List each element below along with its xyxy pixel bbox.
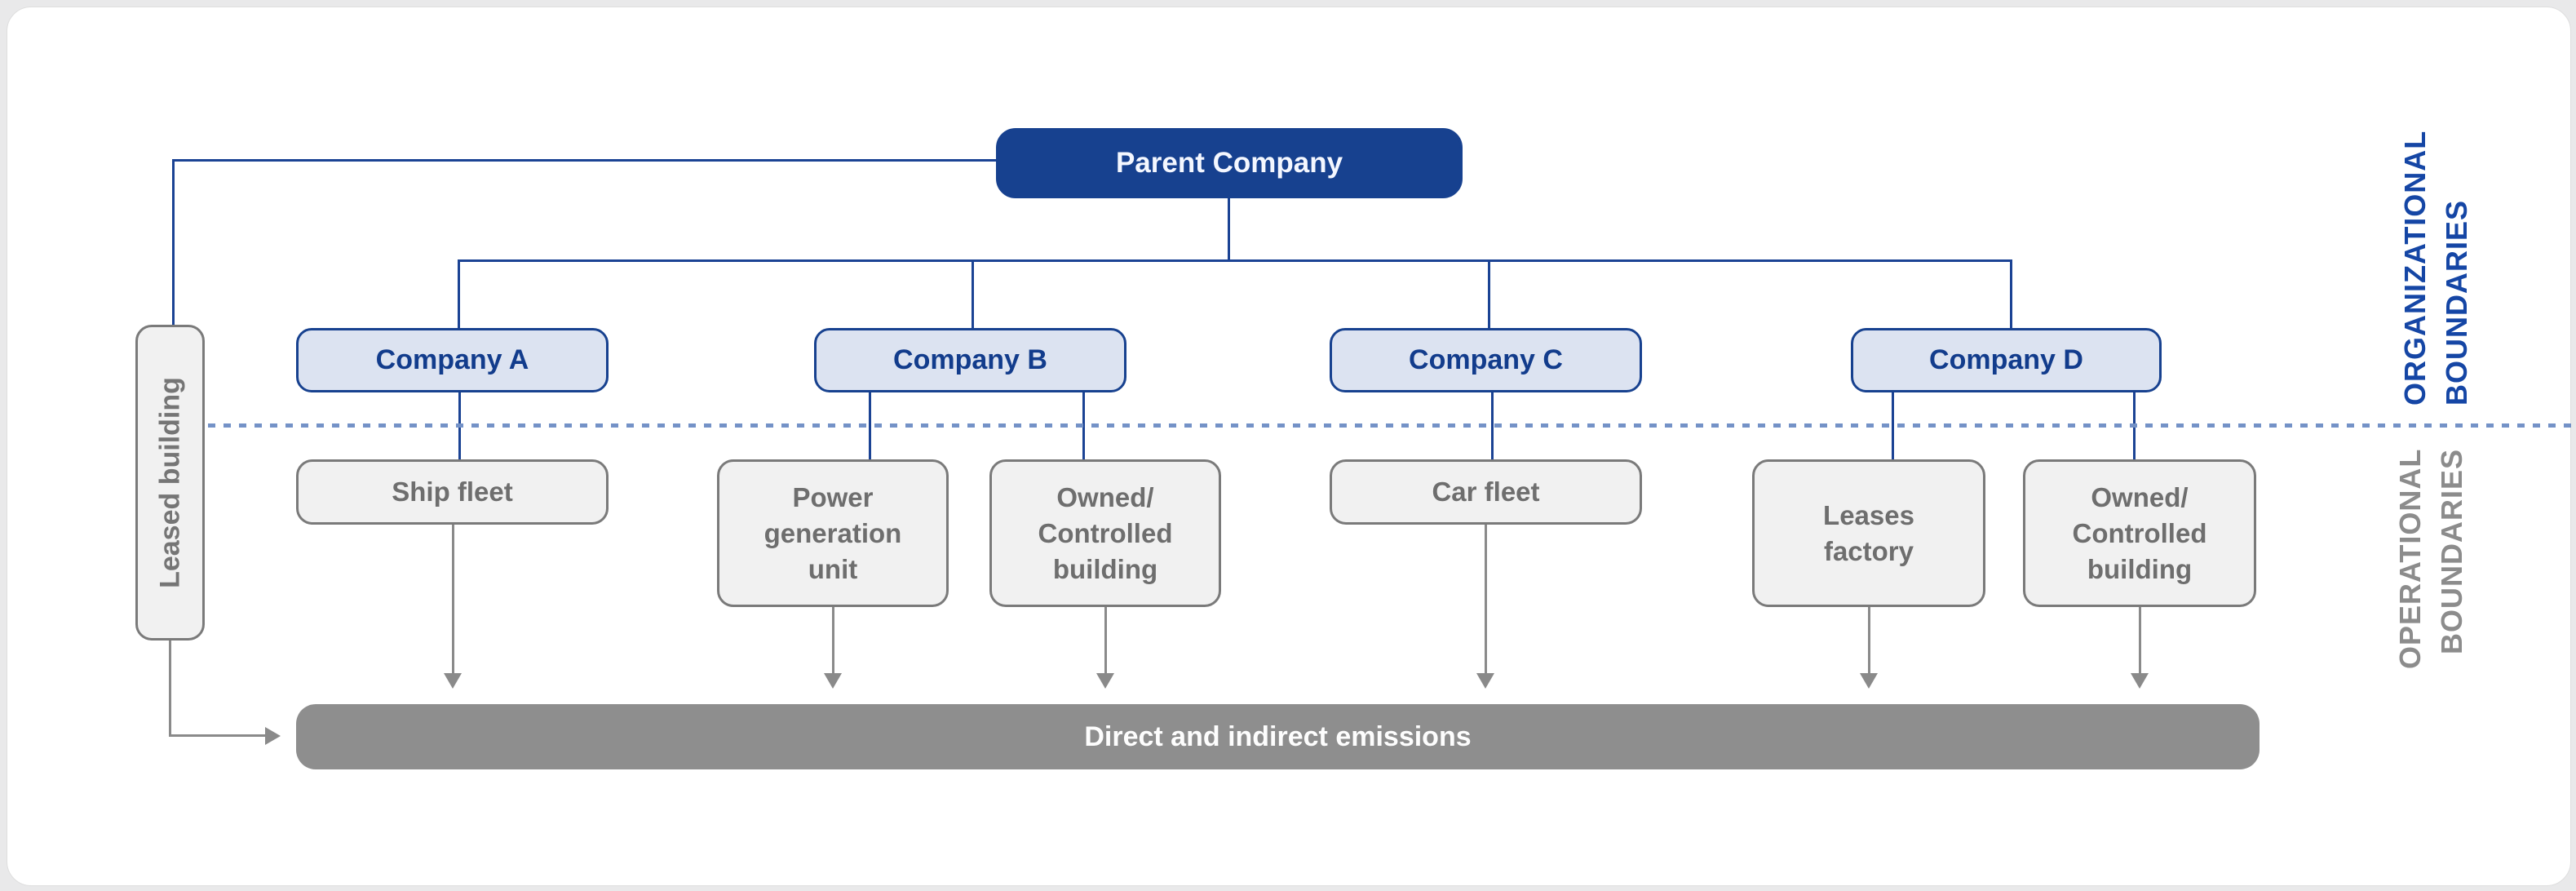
arrow-line-leases-factory <box>1868 607 1870 673</box>
arrow-line-leased-horizontal <box>169 734 265 737</box>
connector-parent-to-leased-horizontal <box>172 159 998 162</box>
node-company-b: Company B <box>814 328 1126 392</box>
node-car-fleet: Car fleet <box>1330 459 1642 525</box>
connector-drop-company-c <box>1488 259 1490 330</box>
node-leased-building-label: Leased building <box>154 377 186 588</box>
arrowhead-car-fleet <box>1476 673 1494 689</box>
node-company-b-label: Company B <box>893 344 1047 375</box>
emissions-bar-label: Direct and indirect emissions <box>1084 720 1472 752</box>
arrow-line-owned-building-d <box>2139 607 2141 673</box>
connector-parent-to-leased-vertical <box>172 159 175 325</box>
section-label-organizational-boundaries: ORGANIZATIONAL BOUNDARIES <box>2398 130 2473 406</box>
node-power-generation-unit-label: Power generation unit <box>764 481 902 584</box>
node-owned-controlled-building-d-label: Owned/ Controlled building <box>2072 481 2207 584</box>
node-car-fleet-label: Car fleet <box>1432 477 1540 507</box>
node-owned-controlled-building-b: Owned/ Controlled building <box>989 459 1221 607</box>
diagram-card: Parent Company Company A Company B Compa… <box>7 7 2576 886</box>
arrowhead-owned-building-d <box>2131 673 2149 689</box>
connector-drop-company-d <box>2010 259 2012 330</box>
connector-drop-company-a <box>458 259 460 330</box>
node-company-d-label: Company D <box>1929 344 2083 375</box>
node-leased-building <box>135 325 205 641</box>
node-ship-fleet-label: Ship fleet <box>392 477 513 507</box>
arrowhead-owned-building-b <box>1096 673 1114 689</box>
connector-company-rail <box>458 259 2012 262</box>
boundary-divider-dotted-line <box>208 423 2576 428</box>
connector-drop-company-b <box>972 259 974 330</box>
section-label-operational-boundaries: OPERATIONAL BOUNDARIES <box>2393 448 2468 669</box>
node-power-generation-unit: Power generation unit <box>717 459 949 607</box>
arrow-line-owned-building-b <box>1104 607 1107 673</box>
connector-parent-down <box>1228 197 1230 262</box>
node-company-c-label: Company C <box>1409 344 1563 375</box>
arrow-line-leased-vertical <box>169 641 171 737</box>
node-company-c: Company C <box>1330 328 1642 392</box>
arrowhead-ship-fleet <box>444 673 462 689</box>
node-owned-controlled-building-d: Owned/ Controlled building <box>2023 459 2256 607</box>
node-company-a: Company A <box>296 328 609 392</box>
node-owned-controlled-building-b-label: Owned/ Controlled building <box>1038 481 1173 584</box>
node-company-d: Company D <box>1851 328 2162 392</box>
arrowhead-leased-building <box>265 727 281 745</box>
node-parent-company: Parent Company <box>996 128 1463 198</box>
node-leases-factory: Leases factory <box>1752 459 1985 607</box>
arrowhead-leases-factory <box>1860 673 1878 689</box>
node-leases-factory-label: Leases factory <box>1823 499 1914 566</box>
arrow-line-car-fleet <box>1485 525 1487 673</box>
arrow-line-ship-fleet <box>452 525 454 673</box>
node-leased-building-label-wrap: Leased building <box>135 330 206 636</box>
node-ship-fleet: Ship fleet <box>296 459 609 525</box>
emissions-bar: Direct and indirect emissions <box>296 704 2260 769</box>
node-company-a-label: Company A <box>375 344 529 375</box>
arrow-line-power-unit <box>832 607 834 673</box>
arrowhead-power-unit <box>824 673 842 689</box>
node-parent-company-label: Parent Company <box>1115 147 1343 179</box>
